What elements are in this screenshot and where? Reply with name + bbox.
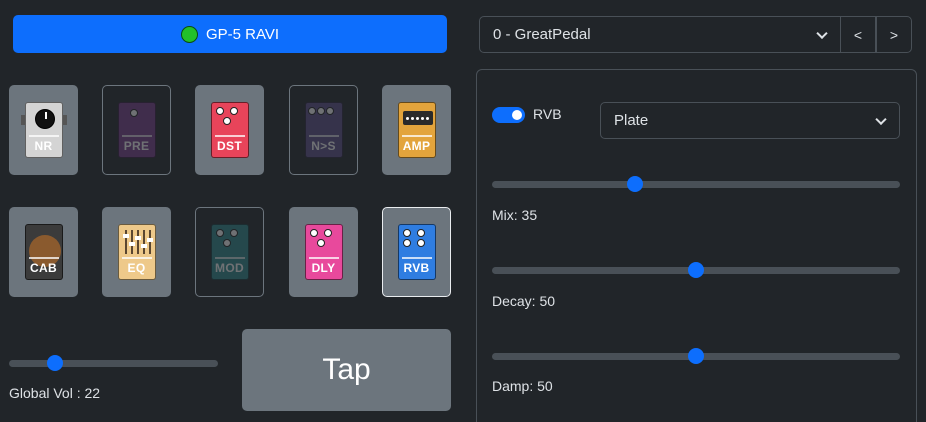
knob-icon	[309, 229, 318, 237]
effect-label: DLY	[311, 261, 336, 275]
pedal-divider	[308, 257, 339, 259]
effect-label: AMP	[402, 139, 431, 153]
pedal-icon: AMP	[397, 102, 436, 158]
amp-grill-icon	[402, 111, 433, 125]
effect-tile-dst[interactable]: DST	[195, 85, 264, 175]
knob-icon	[416, 239, 425, 247]
effect-tile-dly[interactable]: DLY	[289, 207, 358, 297]
pedal-icon: EQ	[117, 224, 156, 280]
chevron-down-icon	[875, 113, 887, 125]
pedal-tab	[20, 115, 25, 125]
effect-label: RVB	[403, 261, 430, 275]
pedal-divider	[214, 257, 245, 259]
pedal-divider	[121, 257, 152, 259]
slider-thumb[interactable]	[46, 355, 63, 371]
eq-fader-icon	[128, 230, 135, 254]
knob-icon	[323, 229, 332, 237]
effect-settings-panel	[476, 69, 917, 422]
knob-icon	[229, 107, 238, 115]
knob-icon	[402, 239, 411, 247]
mix-slider[interactable]	[492, 174, 900, 194]
effect-label: PRE	[123, 139, 150, 153]
effect-label: NR	[34, 139, 53, 153]
tap-tempo-button[interactable]: Tap	[242, 329, 451, 411]
pedal-tab	[62, 115, 67, 125]
device-connect-button[interactable]: GP-5 RAVI	[13, 15, 447, 53]
effect-name-label: RVB	[533, 106, 562, 122]
knob-icon	[316, 239, 325, 247]
effect-label: CAB	[30, 261, 57, 275]
global-volume-slider[interactable]	[9, 353, 218, 373]
pedal-icon: PRE	[117, 102, 156, 158]
pedal-divider	[214, 135, 245, 137]
effect-type-value: Plate	[614, 112, 649, 129]
effect-label: N>S	[311, 139, 336, 153]
effect-tile-pre[interactable]: PRE	[102, 85, 171, 175]
decay-label: Decay: 50	[492, 293, 556, 309]
eq-fader-icon	[140, 230, 147, 254]
pedal-icon: NR	[20, 102, 67, 158]
pedal-icon: DST	[210, 102, 249, 158]
knob-icon	[222, 239, 231, 247]
knob-icon	[229, 229, 238, 237]
knob-icon	[325, 107, 334, 115]
eq-fader-icon	[146, 230, 153, 254]
pedal-divider	[121, 135, 152, 137]
knob-icon	[34, 109, 55, 129]
pedal-divider	[401, 257, 432, 259]
knob-icon	[129, 109, 138, 117]
knob-icon	[402, 229, 411, 237]
effect-enable-toggle[interactable]	[492, 107, 525, 123]
pedal-divider	[401, 135, 432, 137]
effect-tile-rvb[interactable]: RVB	[382, 207, 451, 297]
effect-label: EQ	[127, 261, 146, 275]
connection-status-icon	[180, 25, 198, 43]
preset-selected-value: 0 - GreatPedal	[493, 26, 591, 43]
eq-fader-icon	[122, 230, 129, 254]
pedal-icon: DLY	[304, 224, 343, 280]
effect-tile-ns[interactable]: N>S	[289, 85, 358, 175]
damp-slider[interactable]	[492, 346, 900, 366]
decay-slider[interactable]	[492, 260, 900, 280]
knob-icon	[307, 107, 316, 115]
slider-thumb[interactable]	[688, 262, 704, 278]
effect-tile-cab[interactable]: CAB	[9, 207, 78, 297]
knob-icon	[316, 107, 325, 115]
knob-icon	[222, 117, 231, 125]
eq-fader-icon	[134, 230, 141, 254]
effect-type-select[interactable]: Plate	[600, 102, 900, 139]
preset-select[interactable]: 0 - GreatPedal	[479, 16, 841, 53]
device-name: GP-5 RAVI	[205, 25, 280, 43]
speaker-icon	[28, 235, 61, 267]
global-volume-label: Global Vol : 22	[9, 385, 101, 401]
slider-thumb[interactable]	[688, 348, 704, 364]
pedal-icon: MOD	[210, 224, 249, 280]
effect-tile-amp[interactable]: AMP	[382, 85, 451, 175]
slider-track	[492, 180, 900, 188]
damp-label: Damp: 50	[492, 378, 553, 394]
effect-label: DST	[217, 139, 242, 153]
knob-icon	[416, 229, 425, 237]
pedal-divider	[28, 257, 59, 259]
pedal-divider	[28, 135, 59, 137]
knob-icon	[215, 229, 224, 237]
slider-thumb[interactable]	[626, 176, 643, 192]
effect-label: MOD	[215, 261, 244, 275]
preset-next-button[interactable]: >	[876, 16, 912, 53]
pedal-icon: RVB	[397, 224, 436, 280]
effect-tile-mod[interactable]: MOD	[195, 207, 264, 297]
mix-label: Mix: 35	[492, 207, 538, 223]
pedal-icon: N>S	[304, 102, 343, 158]
effect-tile-nr[interactable]: NR	[9, 85, 78, 175]
pedal-icon: CAB	[24, 224, 63, 280]
effect-tile-eq[interactable]: EQ	[102, 207, 171, 297]
pedal-divider	[308, 135, 339, 137]
preset-prev-button[interactable]: <	[840, 16, 876, 53]
knob-icon	[215, 107, 224, 115]
slider-track	[9, 359, 218, 367]
chevron-down-icon	[816, 27, 828, 39]
